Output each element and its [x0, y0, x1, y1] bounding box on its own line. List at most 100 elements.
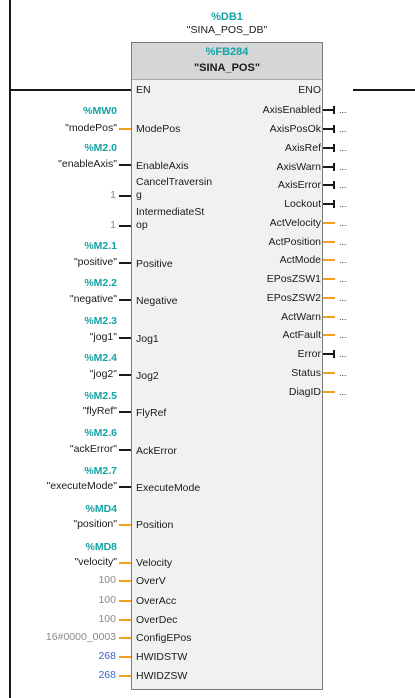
pin-lockout[interactable]: Lockout [284, 198, 321, 210]
pin-axisenabled[interactable]: AxisEnabled [262, 104, 321, 116]
pin-configepos[interactable]: ConfigEPos [136, 632, 192, 644]
const-overdec[interactable]: 100 [98, 613, 116, 625]
operand-address-ackerror[interactable]: %M2.6 [84, 427, 117, 439]
block-header: %FB284 "SINA_POS" [132, 43, 322, 80]
pin-enableaxis[interactable]: EnableAxis [136, 160, 189, 172]
output-value-eposzsw1[interactable]: ... [339, 274, 347, 284]
pin-actposition[interactable]: ActPosition [268, 236, 321, 248]
function-block-box[interactable]: %FB284 "SINA_POS" [131, 42, 323, 690]
pin-axisposok[interactable]: AxisPosOk [269, 123, 321, 135]
wire-axiserror [323, 184, 335, 186]
wire-axisposok [323, 128, 335, 130]
output-value-axisposok[interactable]: ... [339, 124, 347, 134]
output-value-diagid[interactable]: ... [339, 387, 347, 397]
pin-position[interactable]: Position [136, 519, 174, 531]
output-value-actvelocity[interactable]: ... [339, 218, 347, 228]
const-hwidstw[interactable]: 268 [98, 650, 116, 662]
operand-tag-position[interactable]: "position" [73, 518, 117, 530]
pin-ackerror[interactable]: AckError [136, 445, 177, 457]
operand-address-positive[interactable]: %M2.1 [84, 240, 117, 252]
pin-actvelocity[interactable]: ActVelocity [269, 217, 321, 229]
pin-modepos[interactable]: ModePos [136, 123, 181, 135]
wire-jog1 [119, 337, 131, 339]
const-configepos[interactable]: 16#0000_0003 [45, 631, 116, 643]
operand-tag-positive[interactable]: "positive" [73, 256, 117, 268]
pin-overacc[interactable]: OverAcc [136, 595, 177, 607]
operand-address-jog1[interactable]: %M2.3 [84, 315, 117, 327]
operand-address-jog2[interactable]: %M2.4 [84, 352, 117, 364]
wire-diagid [323, 391, 335, 393]
pin-actmode[interactable]: ActMode [279, 254, 321, 266]
operand-address-enableaxis[interactable]: %M2.0 [84, 142, 117, 154]
pin-negative[interactable]: Negative [136, 295, 178, 307]
operand-tag-flyref[interactable]: "flyRef" [82, 405, 117, 417]
operand-address-modepos[interactable]: %MW0 [83, 105, 117, 117]
pin-intermediatestop-l1[interactable]: IntermediateSt [136, 206, 205, 218]
operand-tag-velocity[interactable]: "velocity" [74, 556, 117, 568]
pin-canceltraversing-l2[interactable]: g [136, 189, 142, 201]
const-canceltraversing[interactable]: 1 [110, 189, 116, 201]
operand-address-flyref[interactable]: %M2.5 [84, 390, 117, 402]
output-value-axiswarn[interactable]: ... [339, 162, 347, 172]
wire-hwidzsw [119, 675, 131, 677]
output-value-lockout[interactable]: ... [339, 199, 347, 209]
pin-en[interactable]: EN [136, 84, 151, 96]
const-hwidzsw[interactable]: 268 [98, 669, 116, 681]
pin-axiserror[interactable]: AxisError [277, 179, 321, 191]
pin-positive[interactable]: Positive [136, 258, 173, 270]
output-value-axisref[interactable]: ... [339, 143, 347, 153]
const-overacc[interactable]: 100 [98, 594, 116, 606]
operand-address-negative[interactable]: %M2.2 [84, 277, 117, 289]
operand-tag-executemode[interactable]: "executeMode" [46, 480, 118, 492]
operand-tag-jog2[interactable]: "jog2" [89, 368, 117, 380]
pin-eno[interactable]: ENO [298, 84, 321, 96]
pin-actfault[interactable]: ActFault [282, 329, 321, 341]
pin-hwidzsw[interactable]: HWIDZSW [136, 670, 188, 682]
output-value-actmode[interactable]: ... [339, 255, 347, 265]
pin-executemode[interactable]: ExecuteMode [136, 482, 201, 494]
pin-axiswarn[interactable]: AxisWarn [276, 161, 321, 173]
output-value-actwarn[interactable]: ... [339, 312, 347, 322]
operand-address-position[interactable]: %MD4 [85, 503, 117, 515]
operand-tag-modepos[interactable]: "modePos" [65, 122, 117, 134]
operand-address-velocity[interactable]: %MD8 [85, 541, 117, 553]
pin-eposzsw2[interactable]: EPosZSW2 [266, 292, 321, 304]
pin-axisref[interactable]: AxisRef [284, 142, 321, 154]
operand-tag-ackerror[interactable]: "ackError" [69, 443, 117, 455]
output-value-eposzsw2[interactable]: ... [339, 293, 347, 303]
output-value-error[interactable]: ... [339, 349, 347, 359]
wire-actposition [323, 241, 335, 243]
pin-diagid[interactable]: DiagID [288, 386, 321, 398]
pin-overv[interactable]: OverV [136, 575, 166, 587]
operand-address-executemode[interactable]: %M2.7 [84, 465, 117, 477]
operand-tag-enableaxis[interactable]: "enableAxis" [58, 158, 117, 170]
pin-flyref[interactable]: FlyRef [136, 407, 167, 419]
instance-db-name[interactable]: "SINA_POS_DB" [186, 24, 268, 36]
pin-error[interactable]: Error [297, 348, 321, 360]
const-overv[interactable]: 100 [98, 574, 116, 586]
pin-intermediatestop-l2[interactable]: op [136, 219, 148, 231]
wire-velocity [119, 562, 131, 564]
pin-jog1[interactable]: Jog1 [136, 333, 159, 345]
pin-velocity[interactable]: Velocity [136, 557, 173, 569]
wire-end-axisenabled [333, 106, 335, 114]
output-value-axisenabled[interactable]: ... [339, 105, 347, 115]
output-value-actfault[interactable]: ... [339, 330, 347, 340]
pin-hwidstw[interactable]: HWIDSTW [136, 651, 188, 663]
pin-status[interactable]: Status [291, 367, 321, 379]
pin-overdec[interactable]: OverDec [136, 614, 178, 626]
instance-db-address[interactable]: %DB1 [211, 11, 243, 23]
pin-eposzsw1[interactable]: EPosZSW1 [266, 273, 321, 285]
wire-end-axisposok [333, 125, 335, 133]
output-value-status[interactable]: ... [339, 368, 347, 378]
wire-flyref [119, 411, 131, 413]
pin-actwarn[interactable]: ActWarn [281, 311, 321, 323]
operand-tag-negative[interactable]: "negative" [69, 293, 117, 305]
const-intermediatestop[interactable]: 1 [110, 219, 116, 231]
pin-jog2[interactable]: Jog2 [136, 370, 159, 382]
output-value-axiserror[interactable]: ... [339, 180, 347, 190]
output-value-actposition[interactable]: ... [339, 237, 347, 247]
operand-tag-jog1[interactable]: "jog1" [89, 331, 117, 343]
wire-eposzsw2 [323, 297, 335, 299]
pin-canceltraversing-l1[interactable]: CancelTraversin [136, 176, 213, 188]
